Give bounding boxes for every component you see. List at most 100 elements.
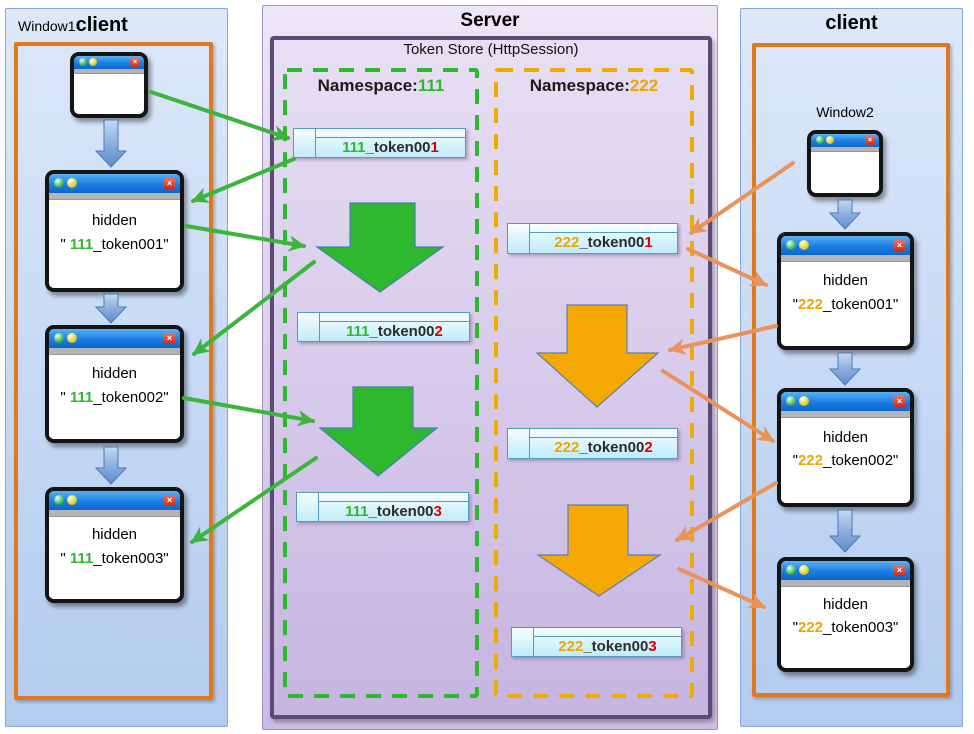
close-icon <box>865 136 875 145</box>
quote: " <box>792 619 798 636</box>
hidden-field-label: hidden <box>822 595 869 613</box>
browser-window-token002: hidden " 111_token002" <box>45 325 184 443</box>
window-titlebar <box>49 491 180 510</box>
close-icon <box>893 565 906 576</box>
token-last-digit: 1 <box>430 138 439 156</box>
window-toolbar <box>49 348 180 355</box>
token-prefix: 111 <box>69 549 94 567</box>
token-prefix: 222 <box>554 234 580 251</box>
token-last-digit: 3 <box>433 502 442 520</box>
hidden-field-label: hidden <box>822 272 869 290</box>
window-toolbar <box>49 510 180 517</box>
token-rest: _token001" <box>93 235 169 253</box>
window-toolbar <box>781 580 910 587</box>
token-mid: _token00 <box>369 322 435 340</box>
token-prefix: 222 <box>797 619 823 636</box>
namespace-number: 222 <box>629 76 659 95</box>
yellow-orb-icon <box>67 333 77 343</box>
quote: " <box>60 388 70 406</box>
close-icon <box>163 178 176 189</box>
hidden-token-value: "222_token001" <box>793 293 899 316</box>
token-mid: _token00 <box>368 502 434 520</box>
quote: " <box>60 549 70 567</box>
browser-window-token001: hidden "222_token001" <box>777 232 914 350</box>
left-client-frame <box>14 42 213 700</box>
browser-window-token002: hidden "222_token002" <box>777 388 914 507</box>
close-icon <box>163 333 176 344</box>
token-mid: _token00 <box>579 439 645 456</box>
green-orb-icon <box>786 565 796 575</box>
token-mid: _token00 <box>579 234 645 251</box>
yellow-orb-icon <box>826 136 834 144</box>
hidden-field-label: hidden <box>91 365 138 383</box>
green-orb-icon <box>816 136 824 144</box>
yellow-orb-icon <box>799 240 809 250</box>
window-toolbar <box>74 69 144 74</box>
token-rest: _token003" <box>822 619 899 636</box>
window-titlebar <box>49 174 180 193</box>
token-rest: _token002" <box>93 388 169 406</box>
namespace-label: Namespace: <box>317 76 418 95</box>
token-last-digit: 2 <box>644 439 653 456</box>
window-toolbar <box>781 255 910 262</box>
window-content: hidden " 111_token003" <box>49 518 180 599</box>
window-titlebar <box>811 134 879 147</box>
yellow-orb-icon <box>89 58 97 66</box>
quote: " <box>792 295 798 313</box>
window-content <box>74 75 144 114</box>
quote: " <box>792 452 798 469</box>
yellow-orb-icon <box>67 495 77 505</box>
hidden-field-label: hidden <box>91 212 138 230</box>
hidden-token-value: " 111_token002" <box>60 386 168 409</box>
browser-window-token001: hidden " 111_token001" <box>45 170 184 292</box>
yellow-orb-icon <box>799 565 809 575</box>
right-client-title: client <box>825 12 878 34</box>
server-title: Server <box>460 10 520 31</box>
window-content: hidden " 111_token001" <box>49 201 180 288</box>
browser-window-token003: hidden " 111_token003" <box>45 487 184 603</box>
token-prefix: 222 <box>558 637 584 655</box>
token-mid: _token00 <box>583 637 649 655</box>
window-content <box>811 153 879 193</box>
token-prefix: 222 <box>797 452 823 469</box>
window-titlebar <box>781 236 910 255</box>
window-titlebar <box>49 329 180 348</box>
quote: " <box>60 235 70 253</box>
hidden-field-label: hidden <box>822 428 869 446</box>
window-titlebar <box>781 561 910 580</box>
window-content: hidden "222_token001" <box>781 263 910 346</box>
window-content: hidden "222_token002" <box>781 419 910 503</box>
window-content: hidden "222_token003" <box>781 588 910 668</box>
green-orb-icon <box>54 495 64 505</box>
token-rest: _token002" <box>822 452 899 469</box>
window2-label: Window2 <box>816 104 874 120</box>
browser-window-token003: hidden "222_token003" <box>777 557 914 672</box>
namespace-number: 111 <box>417 76 445 95</box>
hidden-token-value: " 111_token003" <box>60 547 168 570</box>
green-orb-icon <box>786 396 796 406</box>
namespace-222-heading: Namespace:222 <box>496 76 692 96</box>
close-icon <box>130 58 140 67</box>
browser-window-blank <box>807 130 883 197</box>
token-prefix: 111 <box>346 322 370 340</box>
close-icon <box>163 495 176 506</box>
token-prefix: 111 <box>342 138 366 156</box>
token-rest: _token001" <box>822 295 899 313</box>
token-last-digit: 2 <box>434 322 443 340</box>
green-orb-icon <box>79 58 87 66</box>
window-toolbar <box>49 193 180 200</box>
window-toolbar <box>811 147 879 152</box>
token-prefix: 111 <box>345 502 369 520</box>
